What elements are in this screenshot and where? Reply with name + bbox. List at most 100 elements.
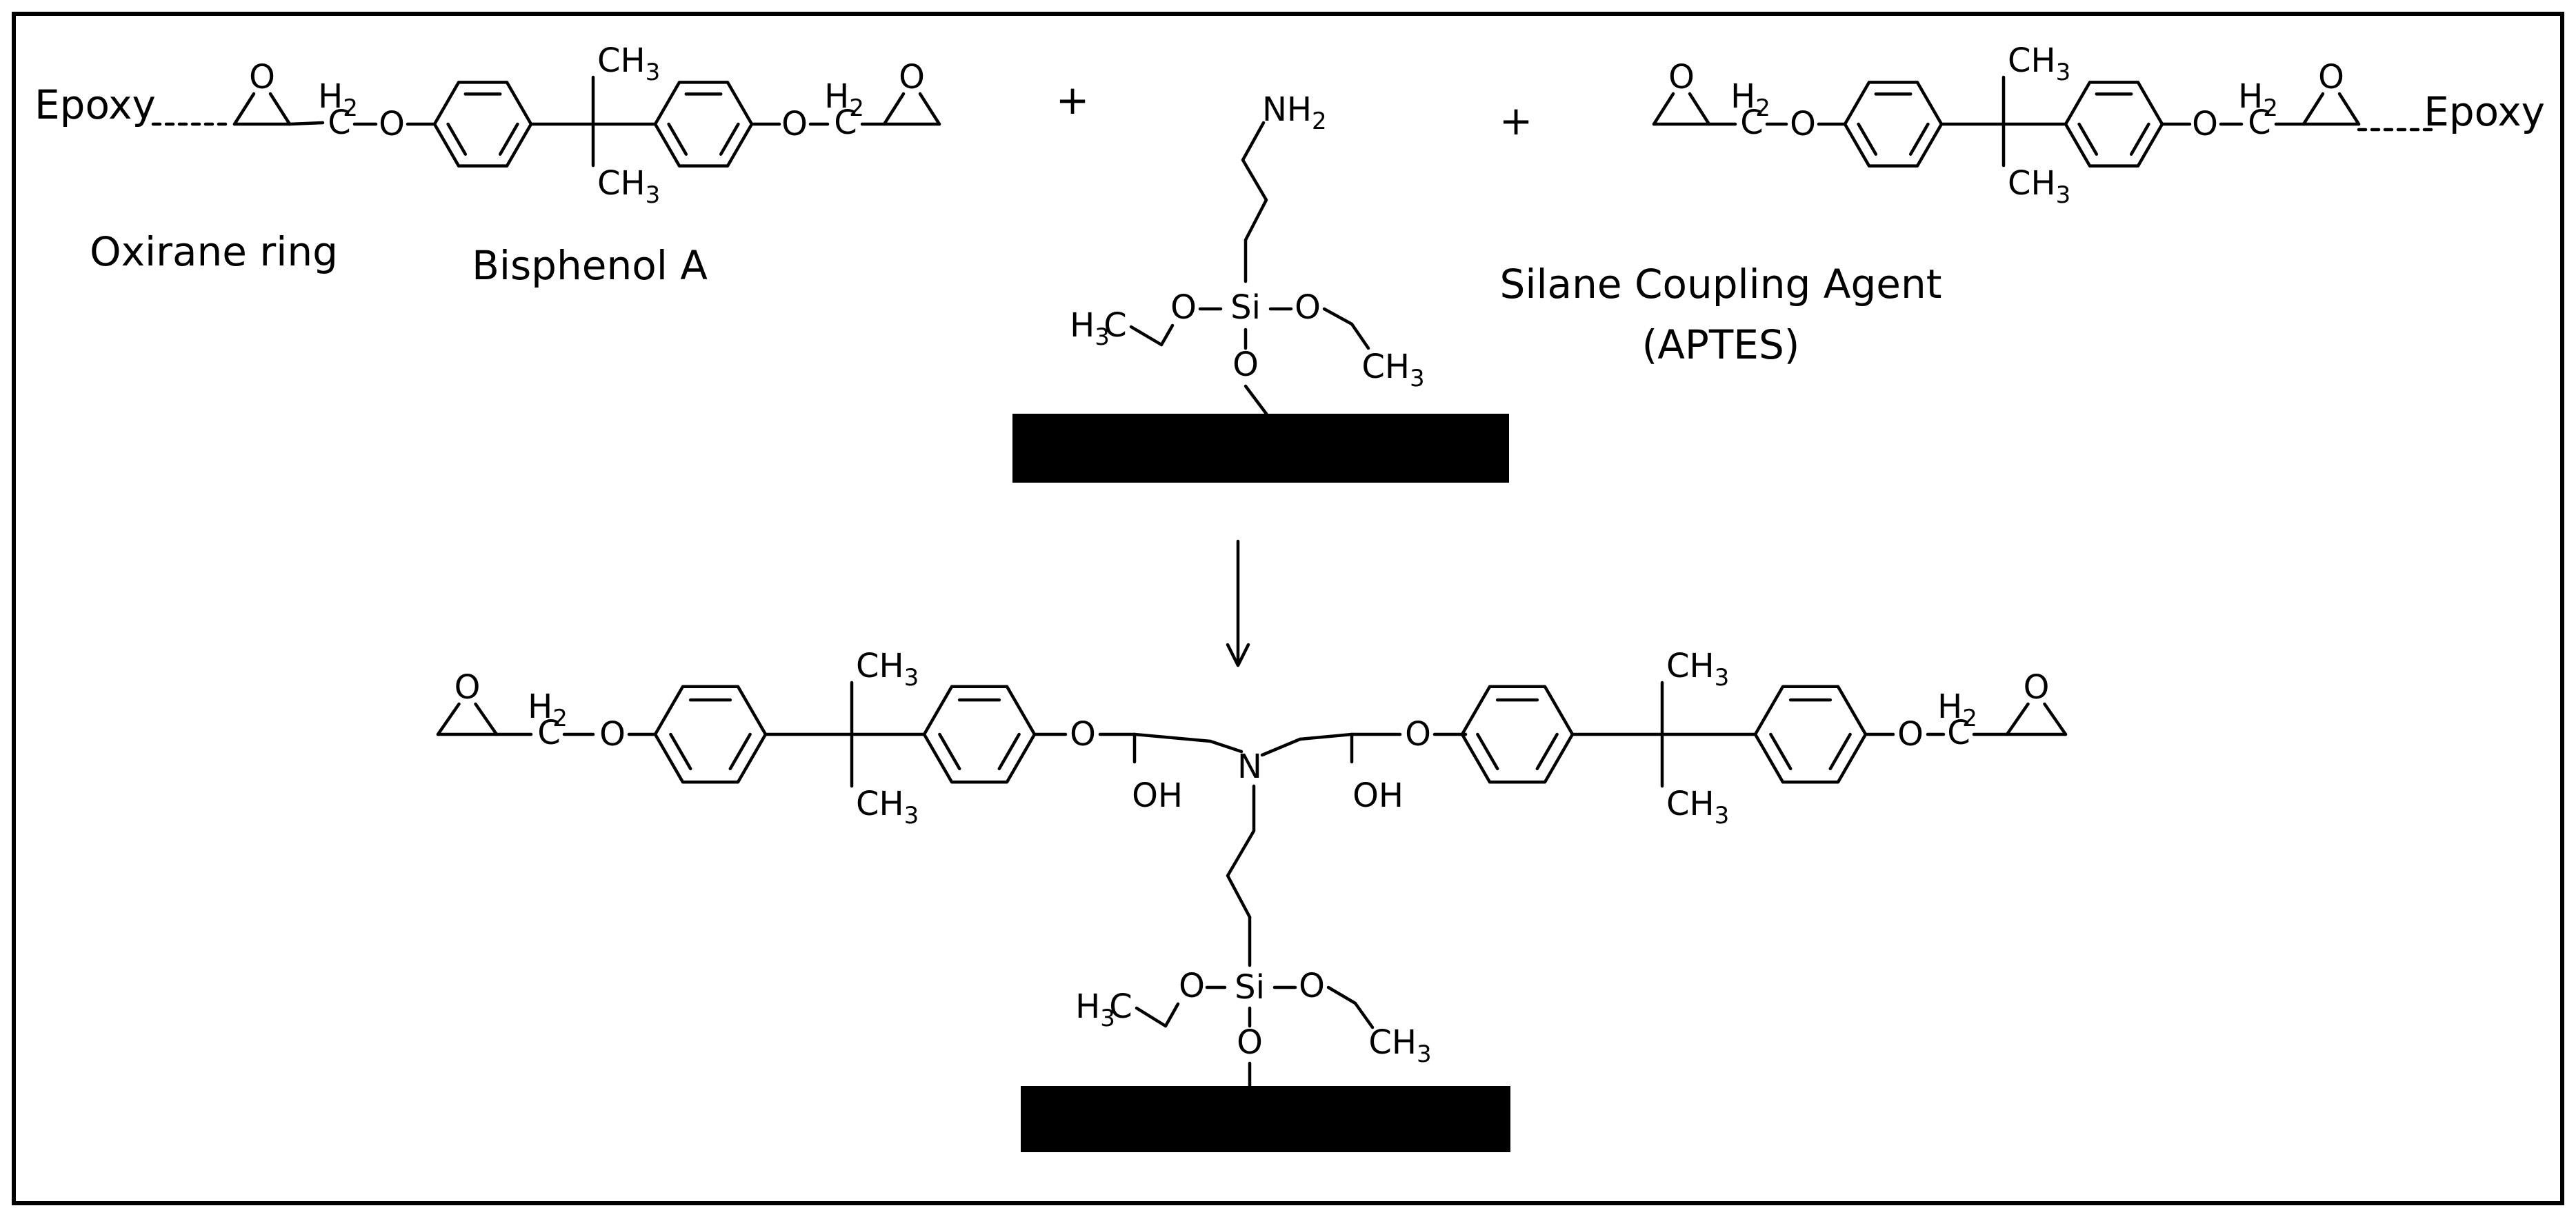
benzene-left-1 [432, 81, 533, 168]
ch2-hydrogens: H2 [318, 77, 358, 122]
product-surface-oxygen: O [1237, 1023, 1263, 1062]
silicon-atom: Si [1230, 288, 1261, 327]
benzene-double-bond [1828, 732, 1852, 771]
benzene-double-bond [938, 732, 961, 771]
product-oxirane-right-side [2043, 702, 2068, 736]
ether-oxygen-right-a: O [1790, 105, 1816, 143]
oxirane-right-b-side [2302, 92, 2325, 126]
oxirane-left-b-oxygen: O [899, 58, 925, 97]
ethoxy-bond [1159, 323, 1175, 347]
product-bpa-right-methyl-bottom: CH3 [1666, 785, 1729, 829]
bpa-left-methyl-bottom: CH3 [597, 164, 660, 209]
oxirane-right-a-side [1688, 92, 1711, 126]
oxirane-left-side [232, 92, 256, 126]
bond [1260, 737, 1302, 757]
product-benzene-1 [653, 685, 768, 784]
benzene-double-bond [446, 122, 468, 156]
product-methyl-left-carbon: C [1109, 987, 1132, 1026]
clay-surface-top-label: Clay surface [1137, 426, 1384, 473]
nitrogen-atom: N [1237, 747, 1262, 786]
product-methyl-left: H3 [1075, 987, 1115, 1032]
ch2-hydrogens: H2 [824, 77, 864, 122]
plus-sign-2: + [1499, 97, 1533, 144]
methyl-left: H3 [1070, 306, 1110, 351]
product-propyl-chain [1226, 784, 1256, 919]
ether-oxygen-left-b: O [781, 105, 808, 143]
ether-oxygen-right-b: O [2192, 105, 2218, 143]
product-ethoxy-oxygen-left: O [1179, 967, 1205, 1005]
product-ether-oxygen-3: O [1405, 715, 1431, 754]
oxirane-left-side [268, 92, 292, 126]
product-bpa-right-methyl-top: CH3 [1666, 647, 1729, 692]
benzene-double-bond [1769, 732, 1793, 771]
bond [288, 121, 325, 126]
methyl-left-carbon: C [1104, 306, 1127, 345]
benzene-double-bond [669, 732, 692, 771]
oxirane-right-b-side [2337, 92, 2361, 126]
oxirane-right-a-oxygen: O [1668, 58, 1695, 97]
ch2-right-b: C [2248, 103, 2271, 142]
product-oxirane-right-oxygen: O [2024, 668, 2050, 707]
benzene-double-bond [667, 122, 688, 156]
benzene-double-bond [498, 122, 519, 156]
oxirane-right-a-side [1652, 92, 1675, 126]
product-ethoxy-oxygen-right: O [1299, 967, 1325, 1005]
ethoxy-bond [1353, 1001, 1375, 1029]
product-ether-oxygen-2: O [1070, 715, 1096, 754]
ethoxy-oxygen-right: O [1295, 288, 1321, 327]
hydroxyl-right: OH [1352, 776, 1404, 815]
ch2-hydrogens: H2 [2238, 77, 2278, 122]
benzene-right-2 [2064, 81, 2164, 168]
benzene-double-bond [1908, 122, 1930, 156]
ethoxy-bond [1326, 985, 1357, 1005]
reaction-arrow-head [1226, 643, 1250, 667]
ch2-hydrogens: H2 [1937, 687, 1977, 732]
benzene-right-1 [1843, 81, 1944, 168]
methyl-right: CH3 [1361, 348, 1424, 392]
ether-oxygen-left-a: O [379, 105, 405, 143]
epoxy-end-label-right: Epoxy [2424, 88, 2545, 135]
bpa-left-methyl-top: CH3 [597, 41, 660, 86]
ethoxy-bond [1135, 1006, 1168, 1028]
bond [1208, 739, 1244, 754]
ch2-right-a: C [1740, 103, 1764, 142]
surface-bond [1244, 384, 1268, 416]
surface-oxygen: O [1232, 345, 1259, 384]
product-bpa-left-methyl-top: CH3 [856, 647, 919, 692]
product-ether-oxygen-4: O [1897, 715, 1924, 754]
epoxy-end-label-left: Epoxy [34, 81, 156, 128]
ch2-hydrogens: H2 [1730, 77, 1770, 122]
benzene-left-2 [653, 81, 754, 168]
bond [1132, 732, 1212, 743]
product-benzene-4 [1753, 685, 1868, 784]
bond [1298, 732, 1354, 741]
ethoxy-bond [1129, 325, 1164, 347]
benzene-double-bond [2129, 122, 2150, 156]
bpa-right-methyl-top: CH3 [2008, 41, 2070, 86]
product-bpa-left-methyl-bottom: CH3 [856, 785, 919, 829]
product-benzene-3 [1460, 685, 1575, 784]
outer-frame [12, 12, 2564, 1205]
oxirane-right-b-oxygen: O [2318, 58, 2344, 97]
product-oxirane-left-side [436, 702, 461, 736]
ethoxy-bond [1350, 322, 1370, 350]
ch2-left-b: C [834, 103, 857, 142]
product-ch2-left: C [537, 714, 561, 752]
benzene-double-bond [997, 732, 1021, 771]
product-ch2-right: C [1947, 714, 1970, 752]
hydroxyl-left: OH [1132, 776, 1183, 815]
clay-surface-bottom [1021, 1086, 1510, 1152]
molecule-drawings [151, 75, 2433, 1088]
benzene-double-bond [728, 732, 752, 771]
ch2-left-a: C [328, 103, 351, 142]
benzene-double-bond [1535, 732, 1559, 771]
plus-sign-1: + [1056, 77, 1090, 123]
product-silicon-atom: Si [1235, 968, 1265, 1007]
bisphenol-a-label: Bisphenol A [472, 242, 708, 289]
oxirane-left-oxygen: O [249, 58, 275, 97]
product-oxirane-right-side [2005, 702, 2030, 736]
benzene-double-bond [2077, 122, 2099, 156]
